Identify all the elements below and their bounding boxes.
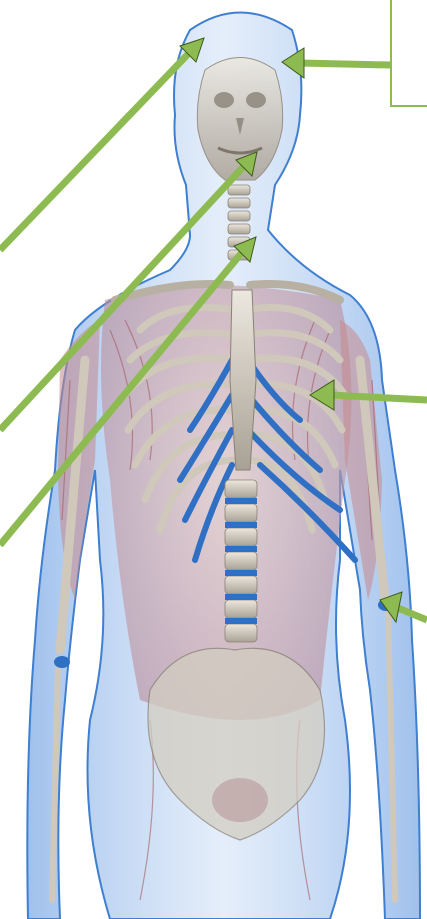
label-box — [390, 0, 427, 107]
sternum — [230, 290, 256, 470]
arrow-skull-right — [282, 48, 390, 78]
arrow-skull-left — [0, 38, 204, 250]
lumbar-spine — [225, 480, 257, 642]
